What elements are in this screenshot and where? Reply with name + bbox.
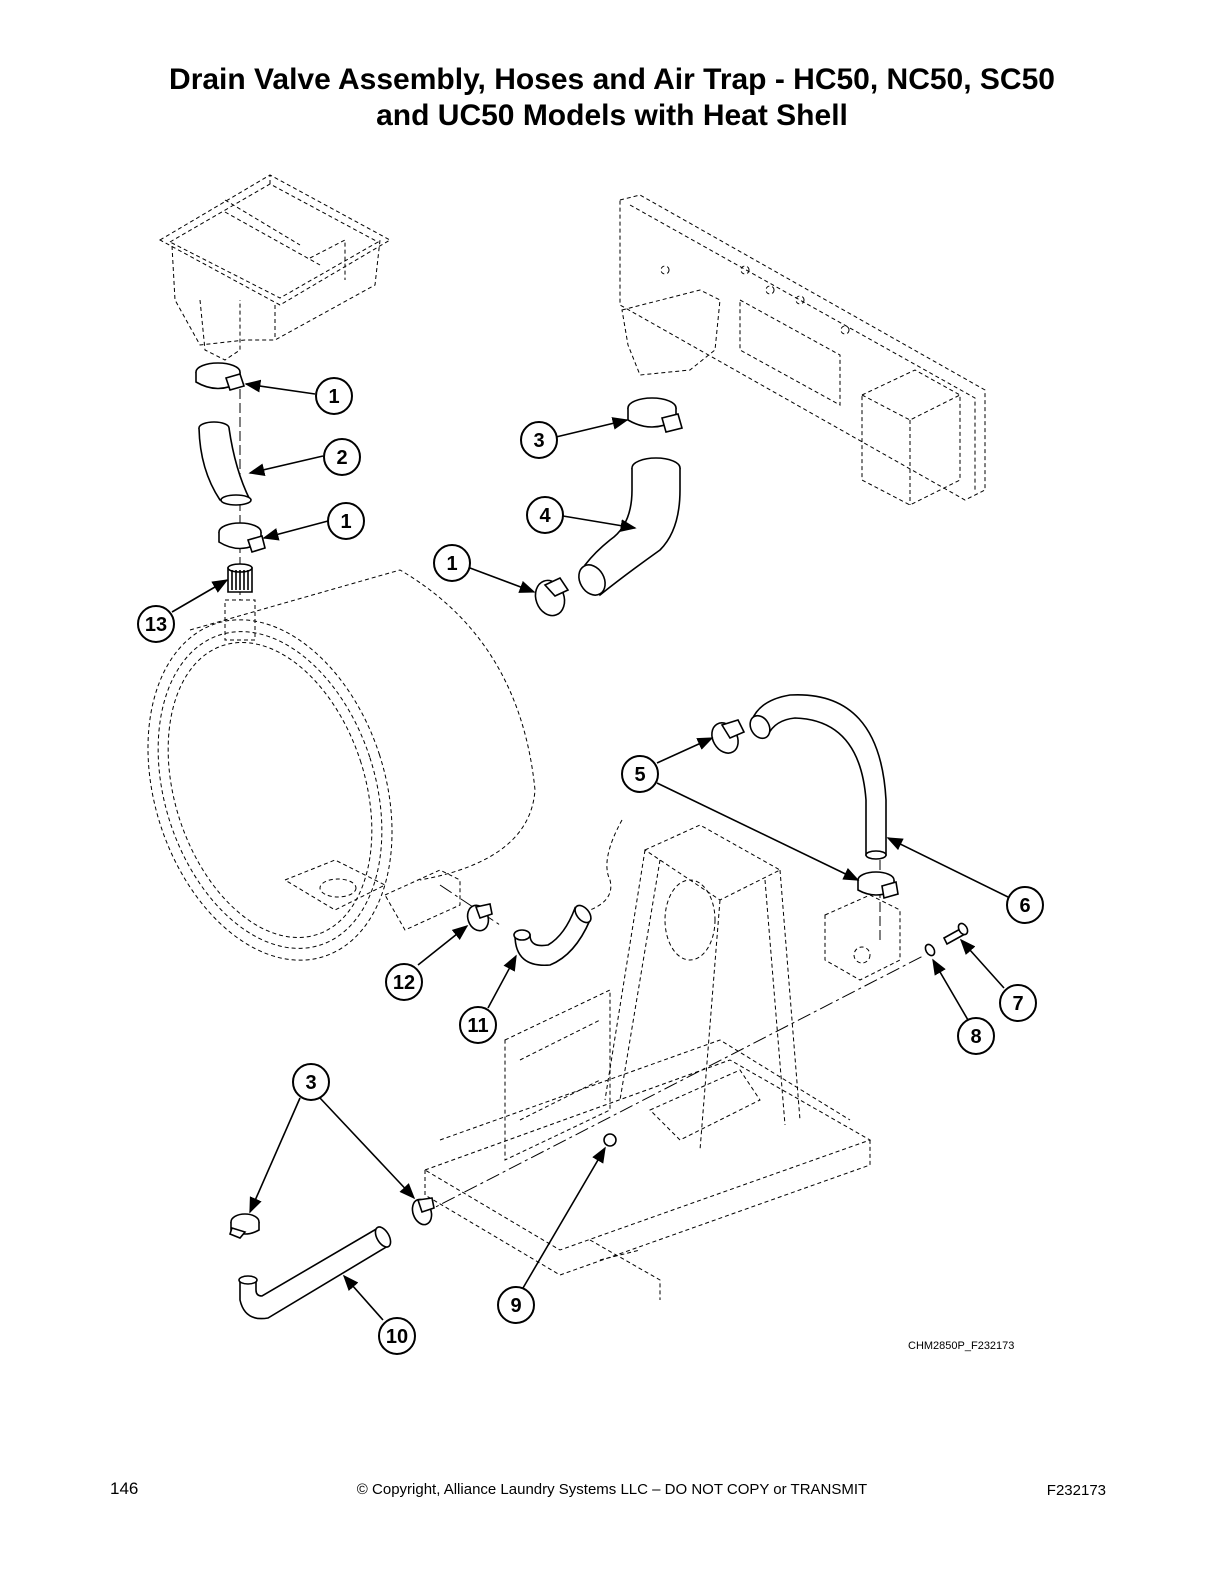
hose-clamp-1a	[195, 362, 246, 391]
long-hose-10	[238, 1226, 392, 1320]
callout-11: 11	[459, 1006, 497, 1044]
hose-clamp-1b	[218, 522, 266, 553]
title-line-1: Drain Valve Assembly, Hoses and Air Trap…	[169, 63, 1055, 96]
curved-hose-6	[749, 694, 887, 860]
callout-label: 5	[634, 764, 645, 786]
leader-lines	[171, 379, 1009, 1321]
callout-label: 2	[336, 447, 347, 469]
bent-hose-11	[513, 904, 592, 966]
phantom-cable	[589, 819, 623, 911]
callout-label: 1	[328, 386, 339, 408]
page-number: 146	[110, 1479, 139, 1498]
copyright-notice: © Copyright, Alliance Laundry Systems LL…	[356, 1481, 868, 1498]
callout-3a: 3	[520, 421, 558, 459]
callout-2: 2	[323, 438, 361, 476]
drain-valve	[824, 894, 901, 981]
washer-8	[924, 943, 936, 957]
strainer-13	[227, 563, 253, 593]
page-title: Drain Valve Assembly, Hoses and Air Trap…	[0, 62, 1224, 134]
callout-label: 1	[340, 511, 351, 533]
callout-1c: 1	[433, 544, 471, 582]
hose-clamp-3c	[411, 1197, 435, 1226]
document-id: F232173	[1046, 1482, 1106, 1499]
callout-7: 7	[999, 984, 1037, 1022]
callout-12: 12	[385, 963, 423, 1001]
hose-clamp-3a	[627, 397, 683, 433]
phantom-back-panel	[619, 194, 986, 506]
callout-label: 1	[446, 553, 457, 575]
callout-label: 3	[305, 1072, 316, 1094]
callout-8: 8	[957, 1017, 995, 1055]
hose-clamp-3b	[229, 1213, 260, 1239]
callout-label: 12	[393, 972, 415, 994]
callout-6: 6	[1006, 886, 1044, 924]
hose-clamp-5b	[857, 871, 899, 900]
phantom-dispenser	[158, 174, 392, 361]
callout-4: 4	[526, 496, 564, 534]
callout-10: 10	[378, 1317, 416, 1355]
figure-code: CHM2850P_F232173	[908, 1340, 1015, 1352]
hose-clamp-12	[466, 903, 493, 932]
phantom-tub	[147, 569, 536, 961]
callout-9: 9	[497, 1286, 535, 1324]
callout-label: 13	[145, 614, 167, 636]
elbow-hose-4	[578, 457, 681, 597]
title-line-2: and UC50 Models with Heat Shell	[376, 99, 848, 132]
callout-label: 4	[539, 505, 551, 527]
nut-9	[603, 1133, 617, 1147]
callout-label: 9	[510, 1295, 521, 1317]
hose-clamp-5a	[711, 719, 746, 754]
callout-label: 3	[533, 430, 544, 452]
hose-clamp-1c	[534, 576, 570, 617]
callout-label: 7	[1012, 993, 1023, 1015]
callout-label: 8	[970, 1026, 981, 1048]
callout-label: 10	[386, 1326, 408, 1348]
hose-2	[198, 421, 252, 506]
callout-3b: 3	[292, 1063, 330, 1101]
callout-label: 6	[1019, 895, 1030, 917]
callout-1b: 1	[327, 502, 365, 540]
callout-1a: 1	[315, 377, 353, 415]
phantom-frame	[423, 824, 872, 1300]
callout-5: 5	[621, 755, 659, 793]
centerlines	[239, 375, 926, 1216]
callout-label: 11	[467, 1015, 488, 1037]
screw-7	[942, 922, 969, 946]
callout-13: 13	[137, 605, 175, 643]
